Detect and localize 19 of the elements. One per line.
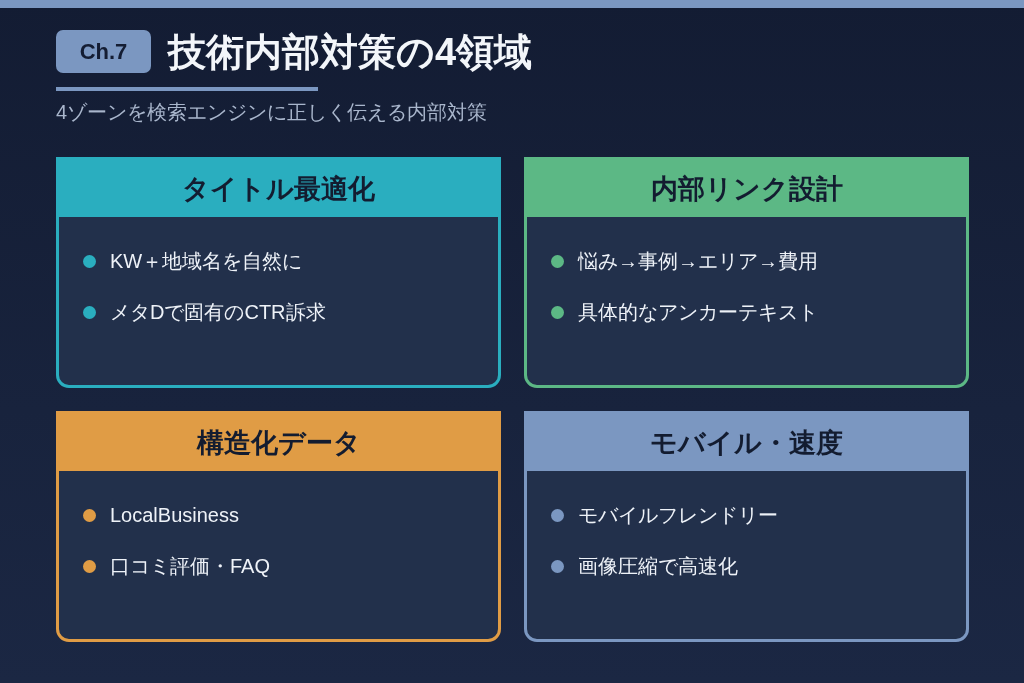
card-header: 構造化データ	[59, 414, 498, 471]
list-item-text: 悩み→事例→エリア→費用	[578, 249, 818, 273]
list-item-text: 具体的なアンカーテキスト	[578, 300, 818, 324]
chapter-badge: Ch.7	[56, 30, 151, 73]
list-item-text: モバイルフレンドリー	[578, 503, 778, 527]
title: 技術内部対策の4領域	[168, 30, 533, 74]
category-card	[524, 411, 969, 642]
list-item-text: メタDで固有のCTR訴求	[110, 300, 326, 324]
list-item-text: KW＋地域名を自然に	[110, 249, 303, 273]
category-card	[56, 157, 501, 388]
list-item-text: 口コミ評価・FAQ	[110, 554, 270, 578]
list-item-text: 画像圧縮で高速化	[578, 554, 738, 578]
subtitle: 4ゾーンを検索エンジンに正しく伝える内部対策	[56, 100, 488, 124]
card-header: タイトル最適化	[59, 160, 498, 217]
category-card	[56, 411, 501, 642]
card-header: モバイル・速度	[527, 414, 966, 471]
card-header: 内部リンク設計	[527, 160, 966, 217]
list-item-text: LocalBusiness	[110, 503, 239, 527]
category-card	[524, 157, 969, 388]
